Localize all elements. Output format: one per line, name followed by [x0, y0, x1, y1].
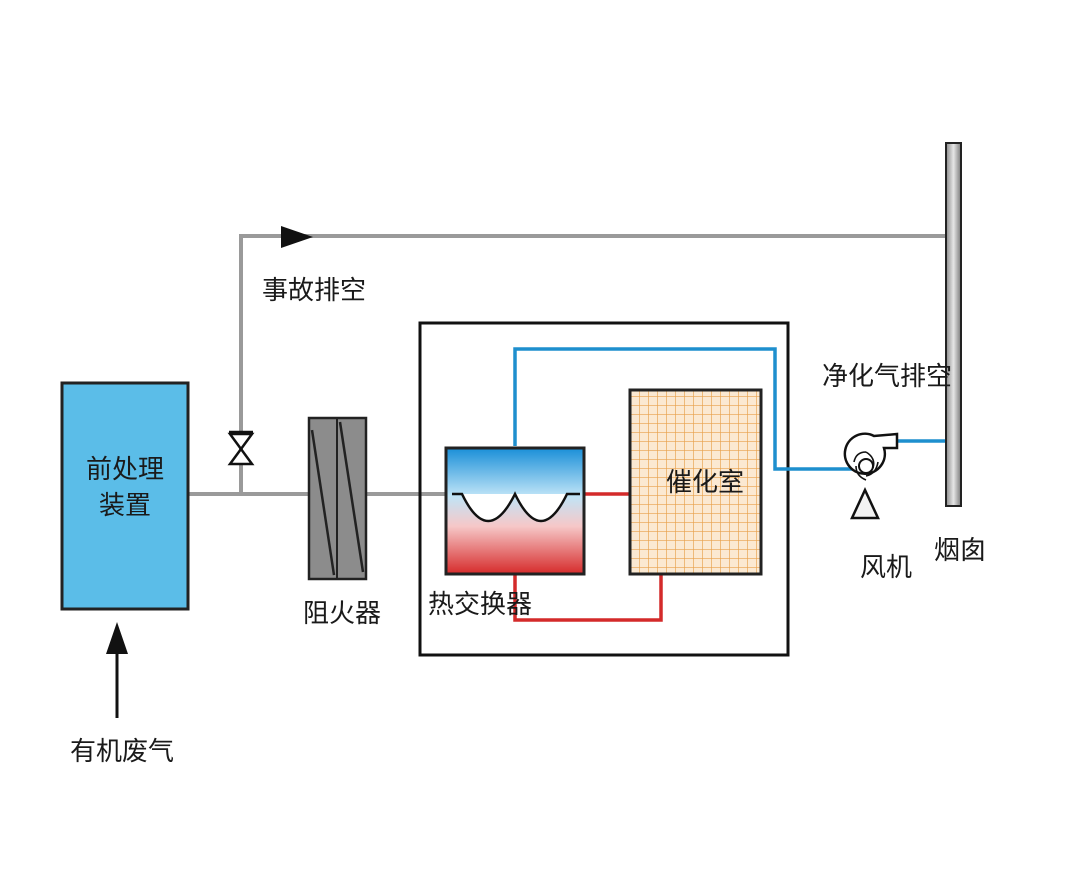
catalytic-chamber: [628, 388, 763, 576]
flame-arrester: [307, 416, 368, 581]
organic-waste-gas-label: 有机废气: [70, 737, 175, 767]
fan-label: 风机: [860, 553, 913, 583]
flame-arrester-label: 阻火器: [303, 599, 382, 629]
purified-gas-vent-label: 净化气排空: [822, 362, 953, 392]
emergency-bypass-pipe: [239, 234, 946, 494]
heat-exchanger-label: 热交换器: [428, 590, 533, 620]
pretreatment-label: 前处理 装置: [62, 452, 188, 525]
catalytic-chamber-label: 催化室: [666, 468, 745, 498]
emergency-vent-label: 事故排空: [262, 276, 367, 306]
pretreatment-label-line1: 前处理: [85, 455, 164, 485]
heat-exchanger: [444, 446, 586, 576]
catalytic-unit-enclosure: [418, 321, 790, 657]
centrifugal-fan-icon[interactable]: [843, 432, 899, 520]
inlet-arrow-icon: [106, 622, 128, 718]
chimney-label: 烟囱: [934, 536, 987, 566]
purified-gas-pipe: [513, 347, 856, 471]
flow-arrow-icon: [281, 226, 313, 248]
chimney: [945, 142, 962, 507]
pretreatment-label-line2: 装置: [98, 491, 151, 522]
pretreatment-device: [60, 381, 190, 611]
valve-icon[interactable]: [227, 430, 255, 466]
